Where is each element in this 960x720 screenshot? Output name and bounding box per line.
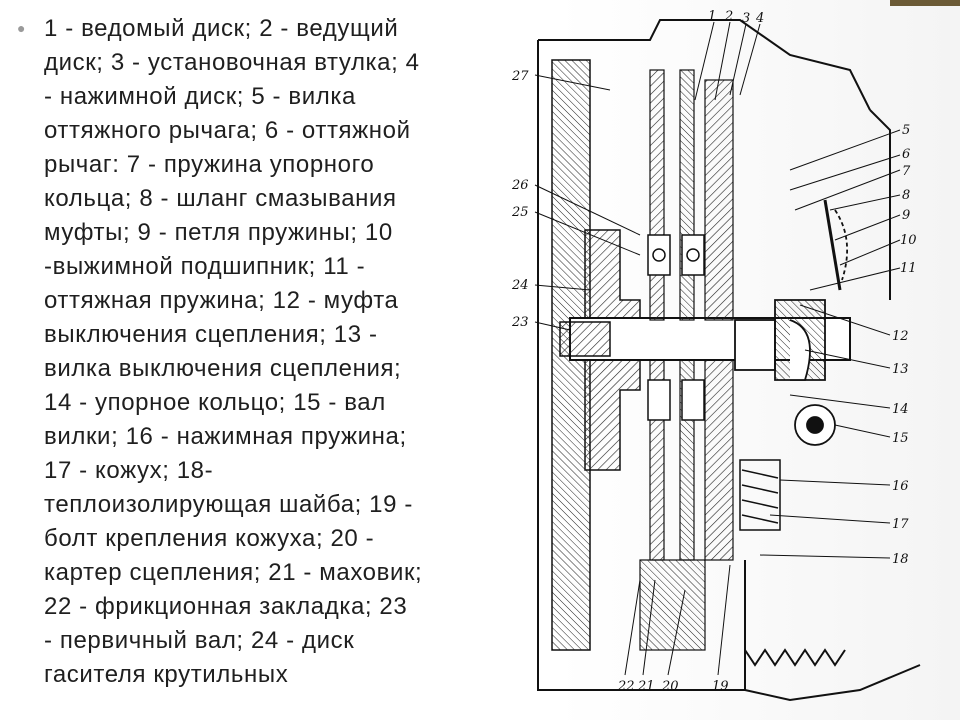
callout-label: 23 <box>511 315 529 330</box>
pressure-spring <box>739 459 781 531</box>
legend-line: кольца; 8 - шланг смазывания <box>44 185 397 212</box>
legend-line: рычаг: 7 - пружина упорного <box>44 151 375 178</box>
legend-line: муфты; 9 - петля пружины; 10 <box>44 219 393 246</box>
callout-label: 5 <box>902 123 910 138</box>
clutch-diagram: 1 2 3 4 5 6 7 8 9 10 11 12 13 14 15 16 1… <box>511 9 921 702</box>
callout-label: 15 <box>892 431 909 446</box>
flywheel-teeth <box>744 648 846 667</box>
callout-label: 1 <box>708 9 716 24</box>
legend-line: теплоизолирующая шайба; 19 - <box>44 491 413 518</box>
callout-label: 12 <box>892 329 909 344</box>
leader-lines <box>534 21 901 676</box>
callout-label: 8 <box>902 188 910 203</box>
legend-line: гасителя крутильных <box>44 661 289 688</box>
legend-text: 1 - ведомый диск; 2 - ведущий диск; 3 - … <box>44 12 504 692</box>
legend-line: болт крепления кожуха; 20 - <box>44 525 375 552</box>
callout-label: 9 <box>902 208 910 223</box>
legend-line: оттяжного рычага; 6 - оттяжной <box>44 117 411 144</box>
clutch-housing <box>537 19 921 702</box>
callout-label: 24 <box>511 278 529 293</box>
callout-label: 22 <box>617 679 635 694</box>
callout-label: 14 <box>892 402 909 417</box>
callout-label: 7 <box>902 164 911 179</box>
legend-line: 17 - кожух; 18- <box>44 457 214 484</box>
legend-line: оттяжная пружина; 12 - муфта <box>44 287 399 314</box>
callout-label: 26 <box>511 178 529 193</box>
legend-line: - нажимной диск; 5 - вилка <box>44 83 356 110</box>
callout-label: 25 <box>511 205 529 220</box>
callout-label: 13 <box>892 362 909 377</box>
legend-line: выключения сцепления; 13 - <box>44 321 378 348</box>
callout-label: 19 <box>712 679 729 694</box>
hub-bolts <box>647 234 705 421</box>
corner-accent <box>890 0 960 6</box>
callout-label: 3 <box>742 11 750 26</box>
callout-label: 18 <box>892 552 909 567</box>
legend-line: вилка выключения сцепления; <box>44 355 402 382</box>
legend-line: 14 - упорное кольцо; 15 - вал <box>44 389 386 416</box>
legend-line: картер сцепления; 21 - маховик; <box>44 559 423 586</box>
callout-label: 17 <box>892 517 909 532</box>
callout-label: 21 <box>637 679 655 694</box>
callout-label: 27 <box>511 69 529 84</box>
callout-label: 2 <box>724 9 733 24</box>
legend-line: 1 - ведомый диск; 2 - ведущий <box>44 15 399 42</box>
callout-label: 16 <box>892 479 909 494</box>
callout-label: 10 <box>900 233 917 248</box>
callouts: 1 2 3 4 5 6 7 8 9 10 11 12 13 14 15 16 1… <box>511 9 917 694</box>
legend-line: - первичный вал; 24 - диск <box>44 627 355 654</box>
legend-line: -выжимной подшипник; 11 - <box>44 253 366 280</box>
callout-label: 4 <box>755 11 764 26</box>
release-mechanism <box>734 199 848 446</box>
callout-label: 11 <box>900 261 917 276</box>
clutch-discs <box>639 69 734 651</box>
callout-label: 6 <box>902 147 910 162</box>
callout-label: 20 <box>661 679 679 694</box>
legend-line: 22 - фрикционная закладка; 23 <box>44 593 408 620</box>
bullet-dot-icon: ● <box>17 20 26 36</box>
shaft-end <box>559 321 611 357</box>
legend-line: диск; 3 - установочная втулка; 4 <box>44 49 420 76</box>
legend-line: вилки; 16 - нажимная пружина; <box>44 423 407 450</box>
